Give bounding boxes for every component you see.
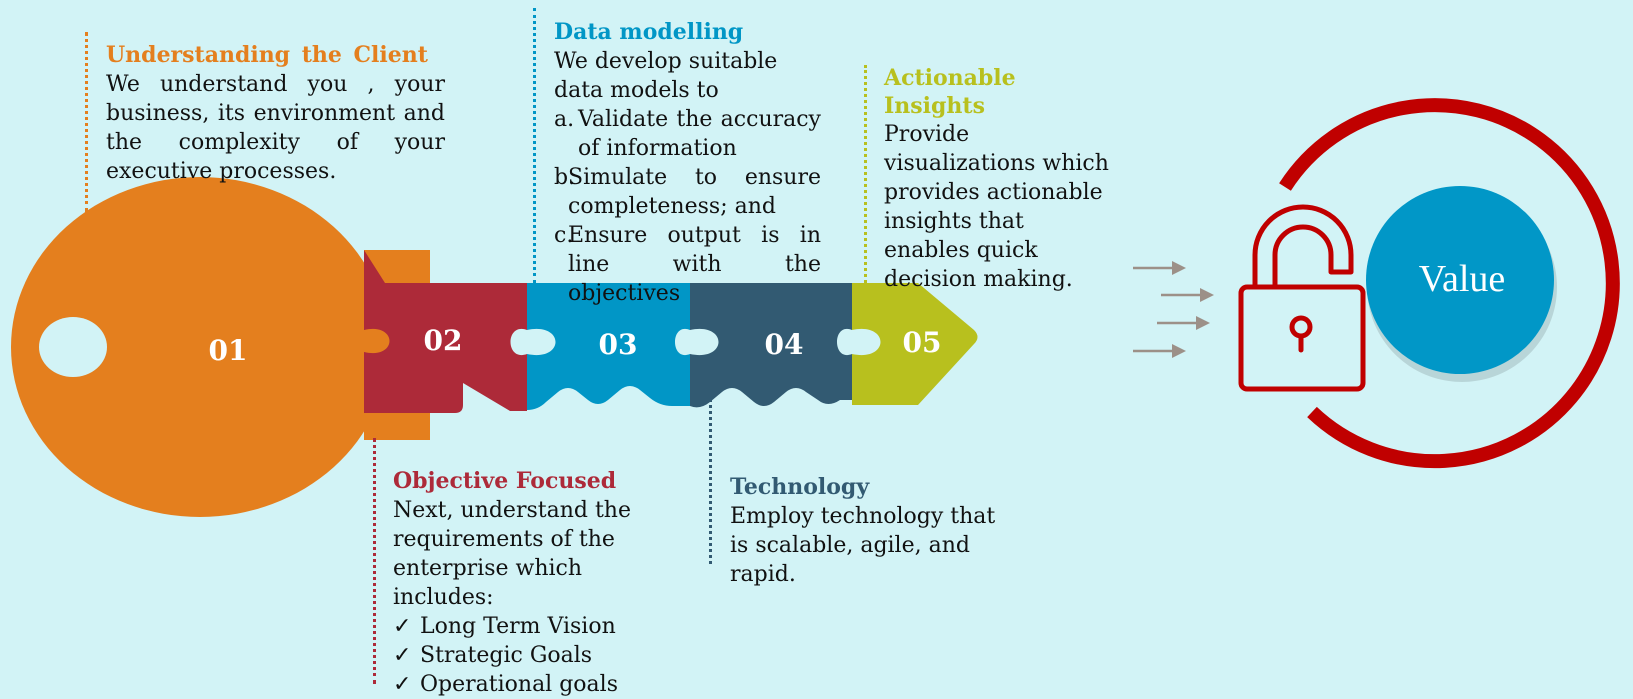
step-01-number: 01 (209, 334, 248, 367)
item-text: Ensure output is in line with the object… (568, 223, 821, 306)
connector-step-03 (533, 8, 536, 283)
data-modelling-item: b.Simulate to ensure completeness; and (554, 163, 821, 221)
step-04-number: 04 (765, 328, 804, 361)
item-text: Validate the accuracy of information (578, 107, 821, 161)
step-04-piece: 04 (690, 283, 852, 408)
step-02-number: 02 (424, 324, 463, 357)
value-label: Value (1419, 258, 1506, 300)
objective-item: ✓ Long Term Vision (393, 612, 683, 641)
item-text: Simulate to ensure completeness; and (568, 165, 821, 219)
objective-focused-text: Next, understand the requirements of the… (393, 498, 631, 610)
value-arc (1279, 98, 1620, 469)
connector-step-01 (85, 32, 88, 212)
check-icon: ✓ (393, 643, 412, 668)
objective-item-text: Strategic Goals (420, 643, 593, 668)
understanding-client-title: Understanding the Client (106, 42, 428, 68)
value-circle: Value (1366, 186, 1557, 382)
understanding-client-section: Understanding the Client We understand y… (106, 41, 445, 186)
actionable-insights-section: Actionable Insights Provide visualizatio… (884, 64, 1109, 294)
step-03-piece: 03 (527, 283, 690, 410)
step-01-piece: 01 (11, 177, 430, 517)
key-hole (39, 317, 107, 377)
technology-title: Technology (730, 474, 870, 500)
step-02-piece: 02 (364, 250, 527, 413)
item-mark: a. (554, 107, 575, 132)
check-icon: ✓ (393, 614, 412, 639)
data-modelling-item: c.Ensure output is in line with the obje… (554, 221, 821, 308)
technology-section: Technology Employ technology that is sca… (730, 473, 1020, 589)
step-05-number: 05 (903, 326, 942, 359)
objective-item-text: Operational goals (420, 672, 618, 697)
connector-step-04 (709, 392, 712, 564)
objective-item: ✓ Strategic Goals (393, 641, 683, 670)
data-modelling-intro: We develop suitable data models to (554, 49, 778, 103)
arrow-right-icon (1161, 288, 1214, 302)
connector-step-02 (373, 438, 376, 684)
arrow-right-icon (1157, 316, 1210, 330)
step-05-piece: 05 (852, 283, 978, 405)
key-diagram: 01 02 03 04 05 (11, 98, 1620, 517)
understanding-client-text: We understand you , your business, its e… (106, 72, 445, 184)
objective-item-text: Long Term Vision (420, 614, 616, 639)
actionable-insights-text: Provide visualizations which provides ac… (884, 122, 1109, 292)
data-modelling-item: a.Validate the accuracy of information (554, 105, 821, 163)
step-03-number: 03 (599, 328, 638, 361)
check-icon: ✓ (393, 672, 412, 697)
arrow-right-icon (1133, 344, 1186, 358)
data-modelling-section: Data modelling We develop suitable data … (554, 18, 821, 308)
technology-text: Employ technology that is scalable, agil… (730, 504, 996, 587)
lock-icon (1238, 204, 1366, 392)
connector-step-05 (864, 65, 867, 283)
item-mark: c. (554, 223, 574, 248)
data-modelling-title: Data modelling (554, 19, 744, 45)
actionable-insights-title: Actionable Insights (884, 65, 1016, 119)
arrow-right-icon (1133, 261, 1186, 275)
objective-focused-title: Objective Focused (393, 468, 617, 494)
objective-focused-section: Objective Focused Next, understand the r… (393, 467, 683, 699)
item-mark: b. (554, 165, 576, 190)
objective-item: ✓ Operational goals (393, 670, 683, 699)
